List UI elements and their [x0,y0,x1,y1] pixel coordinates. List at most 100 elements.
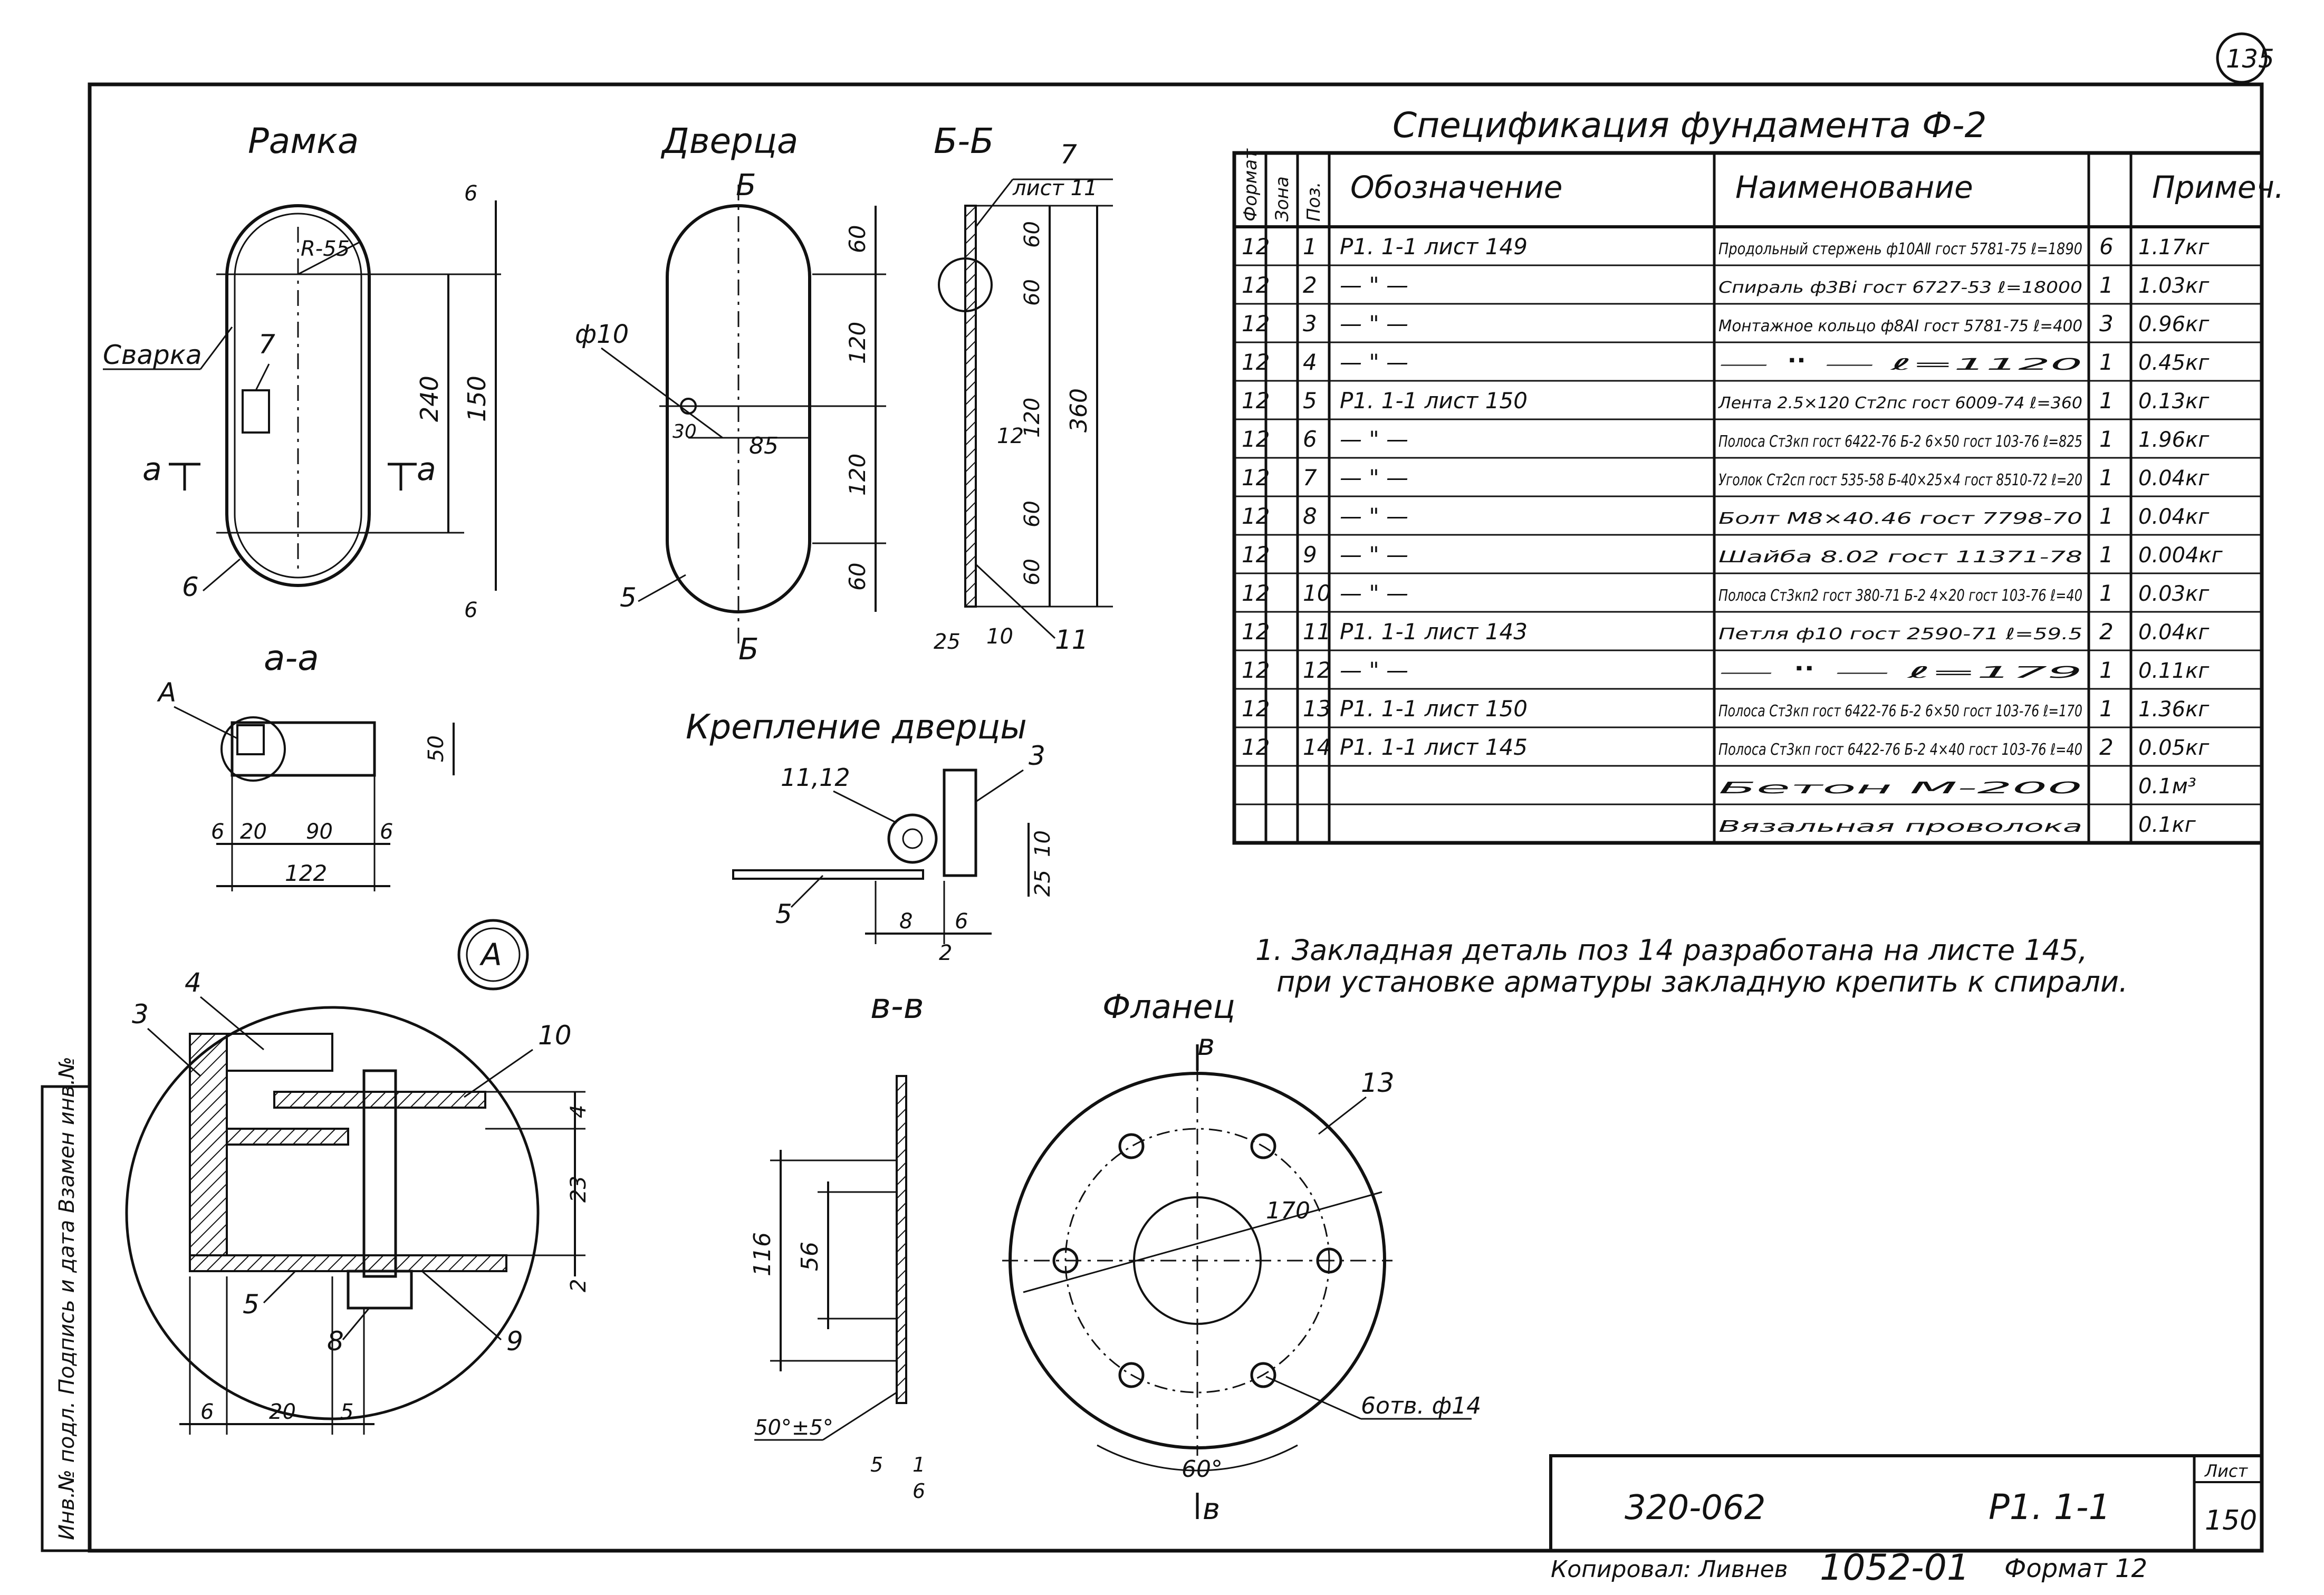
spec-cell-note: 1.17кг [2138,235,2210,260]
spec-cell-qty: 1 [2099,657,2114,683]
spec-cell-fmt: 12 [1242,503,1270,529]
spec-cell-note: 0.04кг [2138,466,2210,491]
section-aa-dim: 50 [424,735,448,762]
door-mount-post [943,768,977,877]
spec-cell-des: — " — [1340,580,1408,606]
spec-note: 1. Закладная деталь поз 14 разработана н… [1255,934,2088,967]
spec-cell-fmt: 12 [1242,349,1270,375]
flange-hole [1250,1133,1276,1159]
spec-cell-name: Шайба 8.02 гост 11371-78 [1718,548,2082,566]
section-bb-leader [975,179,1014,227]
door-dim: 120 [844,454,870,496]
door-mount-leader [975,769,1024,803]
spec-cell-note: 1.96кг [2138,428,2210,452]
section-bb-dim: 12 [997,424,1024,448]
spec-cell-pos: 7 [1303,465,1317,491]
detail-a-dim: 6 [200,1400,214,1424]
spec-cell-name: Продольный стержень ф10АⅡ гост 5781-75 ℓ… [1718,240,2082,258]
spec-cell-pos: 1 [1303,234,1317,260]
title-block-series: Р1. 1-1 [1989,1487,2111,1527]
section-vv-dim: 50°±5° [754,1416,833,1440]
section-aa-leader [174,706,238,739]
detail-a-part: 8 [327,1326,344,1357]
flange-hole [1316,1247,1342,1274]
section-vv-leader [822,1391,897,1441]
flange-dia-line [1023,1191,1382,1293]
spec-cell-name: — " — ℓ=1120 [1718,355,2082,374]
door-hole-leader [601,347,723,439]
section-aa-dim: 122 [285,860,327,886]
detail-a-mark-inner [466,927,521,982]
spec-cell-pos: 12 [1303,657,1331,683]
spec-note: при установке арматуры закладную крепить… [1276,965,2128,998]
section-bb-dim: 60 [1020,501,1044,527]
spec-cell-qty: 2 [2099,734,2114,760]
section-bb-plate [964,205,977,608]
spec-cell-des: — " — [1340,311,1408,337]
spec-cell-name: Полоса Ст3кп гост 6422-76 Б-2 4×40 гост … [1718,741,2082,759]
flange-angle-arc [1097,1444,1298,1472]
section-vv-dim: 5 [870,1453,883,1476]
spec-cell-qty: 1 [2099,465,2114,491]
sheet-number: 135 [2226,44,2274,74]
flange-cut-top: в [1197,1028,1215,1062]
spec-cell-name: Болт М8×40.46 гост 7798-70 [1718,510,2082,528]
spec-cell-note: 1.03кг [2138,274,2210,298]
spec-cell-pos: 5 [1303,388,1317,414]
spec-cell-fmt: 12 [1242,311,1270,337]
section-aa-mark: А [157,677,176,708]
spec-cell-fmt: 12 [1242,696,1270,722]
title-block-sheet-no: 150 [2205,1505,2257,1536]
spec-cell-note: 0.05кг [2138,736,2210,760]
door-dim: 85 [749,433,779,459]
section-vv-dim: 6 [913,1479,925,1503]
spec-cell-note: 0.04кг [2138,620,2210,645]
spec-cell-pos: 14 [1303,734,1331,760]
spec-cell-pos: 2 [1303,272,1317,298]
door-hole-label: ф10 [575,320,629,349]
detail-a-dim: 5 [340,1400,353,1424]
spec-cell-pos: 9 [1303,542,1317,568]
detail-a-dim: 20 [269,1400,296,1424]
spec-cell-note: 0.45кг [2138,351,2210,375]
detail-a-mid-plate [226,1128,349,1146]
section-aa-dim: 6 [380,820,393,844]
door-mount-leader [790,875,824,908]
frame-cut-label-right: а [417,451,436,488]
frame-outline-inner [234,213,362,579]
detail-a-part: 10 [538,1020,572,1051]
frame-cut-label-left: а [142,451,162,488]
spec-cell-note: 0.03кг [2138,582,2210,606]
door-mount-leader [833,790,897,824]
spec-cell-note: 0.13кг [2138,389,2210,414]
copied-by: Копировал: Ливнев [1551,1556,1788,1583]
spec-cell-qty: 1 [2099,272,2114,298]
frame-leader [199,326,233,370]
detail-a-bottom-plate [189,1254,507,1272]
section-vv-dim: 116 [749,1232,776,1276]
door-part-label: 5 [620,582,637,613]
spec-cell-name: Полоса Ст3кп2 гост 380-71 Б-2 4×20 гост … [1718,587,2082,605]
detail-a-leader [421,1270,502,1341]
detail-a-leader [200,996,264,1051]
spec-cell-name: Уголок Ст2сп гост 535-58 Б-40×25×4 гост … [1718,471,2082,489]
spec-cell-des: — " — [1340,542,1408,568]
door-mount-dim: 10 [1031,830,1055,857]
flange-dia: 170 [1266,1197,1310,1224]
spec-cell-des: Р1. 1-1 лист 149 [1340,234,1528,260]
spec-cell-qty: 1 [2099,426,2114,452]
spec-cell-des: Р1. 1-1 лист 150 [1340,696,1528,722]
detail-a-leader [147,1027,201,1077]
spec-cell-note: 0.11кг [2138,659,2210,683]
door-mount-part: 11,12 [781,763,850,792]
spec-header: Обозначение [1350,169,1562,205]
door-mount-part: 5 [775,899,792,929]
frame-leader [203,558,241,592]
detail-a-part: 9 [506,1326,523,1357]
spec-cell-qty: 1 [2099,388,2114,414]
flange-title: Фланец [1102,987,1235,1026]
spec-cell-note: 0.1м³ [2138,774,2196,799]
door-dim: 30 [673,421,697,443]
detail-a-bolt-head [347,1270,413,1310]
